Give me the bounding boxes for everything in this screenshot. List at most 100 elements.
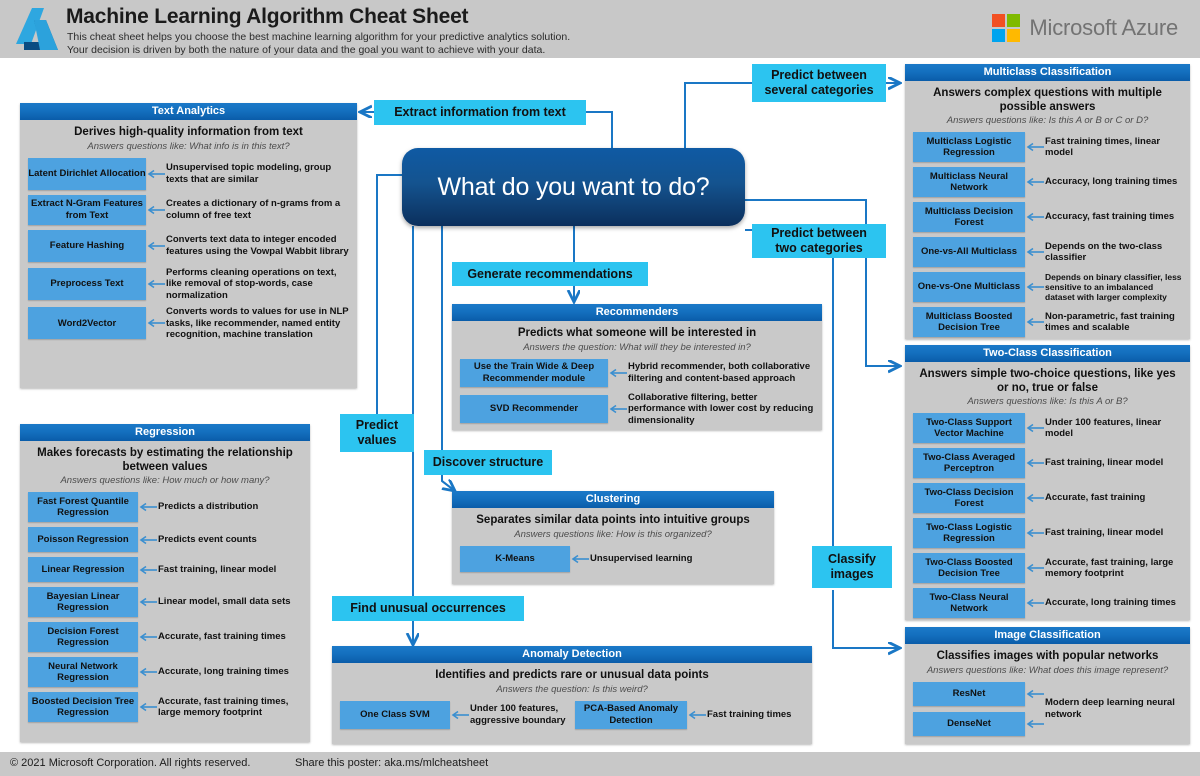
panel-question: Answers the question: What will they be … [523, 341, 751, 353]
panel-headline: Makes forecasts by estimating the relati… [37, 447, 293, 473]
connector-label-text-2: several categories [764, 83, 874, 97]
algorithm-desc: Under 100 features, aggressive boundary [470, 703, 566, 726]
algorithm-box[interactable]: K-Means [460, 545, 570, 572]
algorithm-box[interactable]: Bayesian Linear Regression [28, 587, 138, 617]
algorithm-row[interactable]: SVD Recommender Collaborative filtering,… [460, 392, 814, 427]
algorithm-box[interactable]: Poisson Regression [28, 527, 138, 552]
algorithm-box[interactable]: Two-Class Neural Network [913, 588, 1025, 618]
algorithm-box[interactable]: One-vs-One Multiclass [913, 272, 1025, 302]
left-arrow-icon [138, 597, 158, 607]
algorithm-box[interactable]: SVD Recommender [460, 394, 608, 423]
algorithm-desc: Converts text data to integer encoded fe… [166, 234, 349, 257]
algorithm-box[interactable]: Boosted Decision Tree Regression [28, 692, 138, 722]
algorithm-box[interactable]: Decision Forest Regression [28, 622, 138, 652]
algorithm-box[interactable]: Extract N-Gram Features from Text [28, 194, 146, 225]
algorithm-row[interactable]: Two-Class Decision Forest Accurate, fast… [913, 483, 1182, 513]
algorithm-desc: Predicts a distribution [158, 501, 259, 513]
algorithm-box[interactable]: Feature Hashing [28, 229, 146, 262]
central-question-node[interactable]: What do you want to do? [402, 148, 745, 226]
algorithm-row[interactable]: One Class SVM Under 100 features, aggres… [340, 700, 575, 729]
algorithm-box[interactable]: Fast Forest Quantile Regression [28, 492, 138, 522]
algorithm-box[interactable]: Multiclass Neural Network [913, 167, 1025, 197]
page-title: Machine Learning Algorithm Cheat Sheet [66, 5, 469, 28]
algorithm-row[interactable]: Two-Class Averaged Perceptron Fast train… [913, 448, 1182, 478]
algorithm-row[interactable]: Neural Network Regression Accurate, long… [28, 657, 302, 687]
page-subtitle: This cheat sheet helps you choose the be… [67, 31, 687, 56]
connector-predict-values[interactable]: Predict values [340, 414, 414, 452]
connector-discover-structure[interactable]: Discover structure [424, 450, 552, 475]
connector-classify-images[interactable]: Classify images [812, 546, 892, 588]
panel-headline: Answers complex questions with multiple … [933, 87, 1162, 113]
connector-predict-between-several-categories[interactable]: Predict between several categories [752, 64, 886, 102]
connector-extract-information-from-text[interactable]: Extract information from text [374, 100, 586, 125]
algorithm-row[interactable]: Multiclass Boosted Decision Tree Non-par… [913, 307, 1182, 337]
algorithm-row[interactable]: Boosted Decision Tree Regression Accurat… [28, 692, 302, 722]
algorithm-box[interactable]: Two-Class Support Vector Machine [913, 413, 1025, 443]
panel-question: Answers questions like: Is this A or B o… [946, 115, 1149, 126]
algorithm-row[interactable]: Word2Vector Converts words to values for… [28, 306, 349, 341]
algorithm-box[interactable]: Preprocess Text [28, 267, 146, 300]
connector-find-unusual-occurrences[interactable]: Find unusual occurrences [332, 596, 524, 621]
algorithm-box[interactable]: Latent Dirichlet Allocation [28, 157, 146, 190]
algorithm-box[interactable]: Two-Class Logistic Regression [913, 518, 1025, 548]
microsoft-squares-icon [992, 14, 1021, 42]
connector-label-text: Extract information from text [394, 105, 566, 119]
left-arrow-icon [1025, 423, 1045, 433]
algorithm-row[interactable]: Preprocess Text Performs cleaning operat… [28, 267, 349, 302]
algorithm-box[interactable]: DenseNet [913, 711, 1025, 736]
algorithm-row[interactable]: Extract N-Gram Features from Text Create… [28, 194, 349, 225]
algorithm-row[interactable]: K-Means Unsupervised learning [460, 545, 766, 572]
panel-title-text-analytics: Text Analytics [20, 103, 357, 120]
algorithm-row[interactable]: Two-Class Support Vector Machine Under 1… [913, 413, 1182, 443]
algorithm-row[interactable]: Two-Class Boosted Decision Tree Accurate… [913, 553, 1182, 583]
algorithm-box[interactable]: PCA-Based Anomaly Detection [575, 700, 687, 729]
connector-predict-between-two-categories[interactable]: Predict between two categories [752, 224, 886, 258]
connector-label-text: Predict between [771, 226, 867, 240]
algorithm-box[interactable]: Neural Network Regression [28, 657, 138, 687]
left-arrow-icon [1025, 177, 1045, 187]
algorithm-desc: Depends on the two-class classifier [1045, 240, 1163, 264]
algorithm-row[interactable]: Multiclass Logistic Regression Fast trai… [913, 132, 1182, 162]
algorithm-row[interactable]: Use the Train Wide & Deep Recommender mo… [460, 358, 814, 387]
algorithm-row[interactable]: Two-Class Logistic Regression Fast train… [913, 518, 1182, 548]
algorithm-box[interactable]: Word2Vector [28, 307, 146, 340]
algorithm-row[interactable]: Fast Forest Quantile Regression Predicts… [28, 492, 302, 522]
connector-generate-recommendations[interactable]: Generate recommendations [452, 262, 648, 286]
algorithm-box[interactable]: Two-Class Boosted Decision Tree [913, 553, 1025, 583]
left-arrow-icon [608, 404, 628, 414]
left-arrow-icon [1025, 317, 1045, 327]
algorithm-box[interactable]: Two-Class Averaged Perceptron [913, 448, 1025, 478]
algorithm-box[interactable]: One Class SVM [340, 700, 450, 729]
left-arrow-icon [570, 554, 590, 564]
left-arrow-icon [138, 632, 158, 642]
algorithm-box[interactable]: Two-Class Decision Forest [913, 483, 1025, 513]
algorithm-box[interactable]: Multiclass Decision Forest [913, 202, 1025, 232]
algorithm-box[interactable]: Use the Train Wide & Deep Recommender mo… [460, 358, 608, 387]
algorithm-box[interactable]: Linear Regression [28, 557, 138, 582]
algorithm-row[interactable]: Poisson Regression Predicts event counts [28, 527, 302, 552]
algorithm-row[interactable]: Two-Class Neural Network Accurate, long … [913, 588, 1182, 618]
algorithm-row[interactable]: Bayesian Linear Regression Linear model,… [28, 587, 302, 617]
algorithm-desc: Converts words to values for use in NLP … [166, 306, 349, 340]
algorithm-box[interactable]: ResNet [913, 681, 1025, 706]
algorithm-box[interactable]: Multiclass Logistic Regression [913, 132, 1025, 162]
algorithm-row[interactable]: Linear Regression Fast training, linear … [28, 557, 302, 582]
algorithm-row[interactable]: Decision Forest Regression Accurate, fas… [28, 622, 302, 652]
algorithm-box[interactable]: Multiclass Boosted Decision Tree [913, 307, 1025, 337]
left-arrow-icon [146, 279, 166, 289]
algorithm-row[interactable]: PCA-Based Anomaly Detection Fast trainin… [575, 700, 792, 729]
algorithm-desc: Predicts event counts [158, 533, 257, 545]
algorithm-row[interactable]: Multiclass Decision Forest Accuracy, fas… [913, 202, 1182, 232]
algorithm-row[interactable]: Latent Dirichlet Allocation Unsupervised… [28, 157, 349, 190]
algorithm-row[interactable]: Multiclass Neural Network Accuracy, long… [913, 167, 1182, 197]
left-arrow-icon [687, 710, 707, 720]
algorithm-desc: Fast training times [707, 708, 792, 720]
algorithm-row[interactable]: One-vs-All Multiclass Depends on the two… [913, 237, 1182, 267]
algorithm-row[interactable]: Feature Hashing Converts text data to in… [28, 229, 349, 262]
left-arrow-icon [138, 667, 158, 677]
connector-label-text-2: images [830, 567, 874, 581]
algorithm-desc: Unsupervised topic modeling, group texts… [166, 162, 332, 185]
algorithm-box[interactable]: One-vs-All Multiclass [913, 237, 1025, 267]
left-arrow-icon [1025, 282, 1045, 292]
algorithm-row[interactable]: One-vs-One Multiclass Depends on binary … [913, 272, 1182, 302]
